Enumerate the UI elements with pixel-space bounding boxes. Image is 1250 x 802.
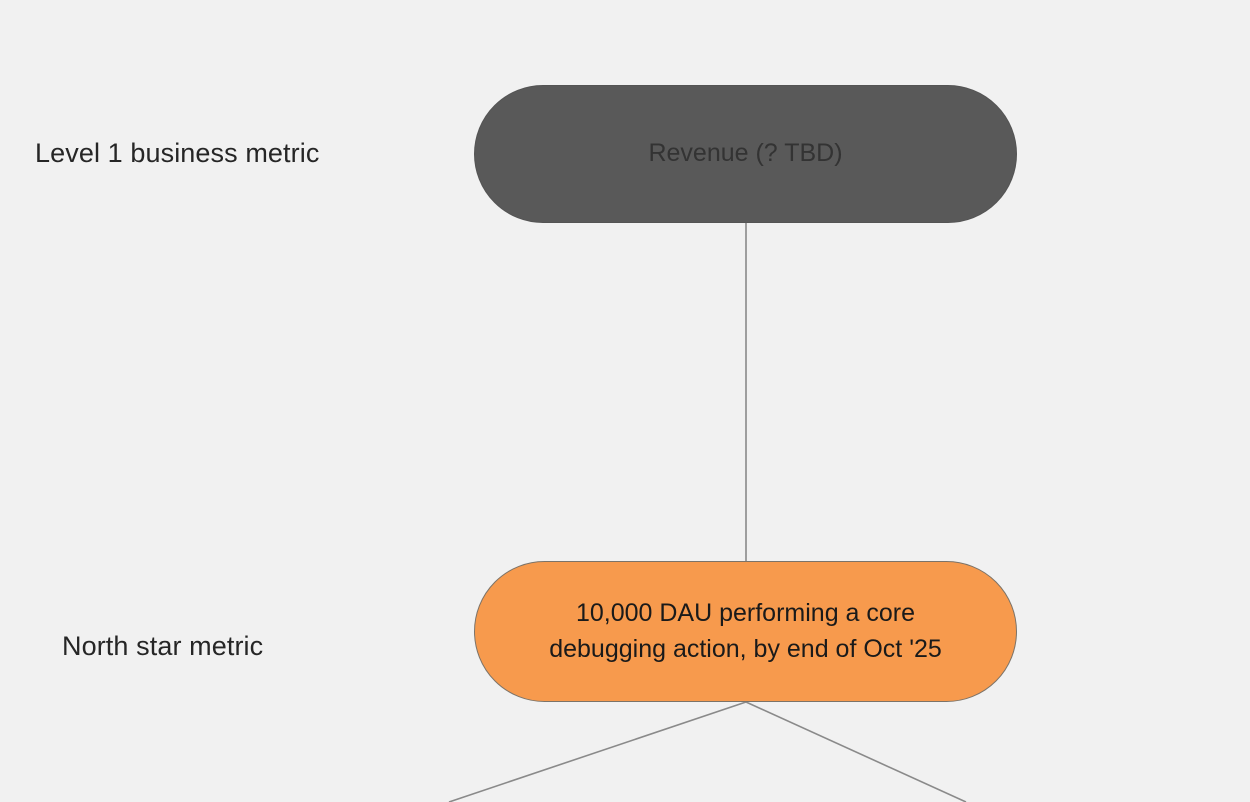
node-north-star-metric-label-line-2: debugging action, by end of Oct '25 <box>549 634 942 663</box>
node-north-star-metric-label-line-1: 10,000 DAU performing a core <box>575 599 916 627</box>
edge-northstar-branch-right <box>745 701 967 802</box>
node-revenue[interactable]: Revenue (? TBD) <box>474 85 1017 223</box>
node-revenue-label: Revenue (? TBD) <box>648 139 843 168</box>
row-label-north-star-metric: North star metric <box>62 631 264 661</box>
row-label-level-1-business-metric: Level 1 business metric <box>35 138 320 168</box>
node-north-star-metric-label: 10,000 DAU performing a core debugging a… <box>475 596 1016 667</box>
edge-northstar-branch-left <box>448 701 747 802</box>
node-north-star-metric[interactable]: 10,000 DAU performing a core debugging a… <box>474 561 1017 702</box>
